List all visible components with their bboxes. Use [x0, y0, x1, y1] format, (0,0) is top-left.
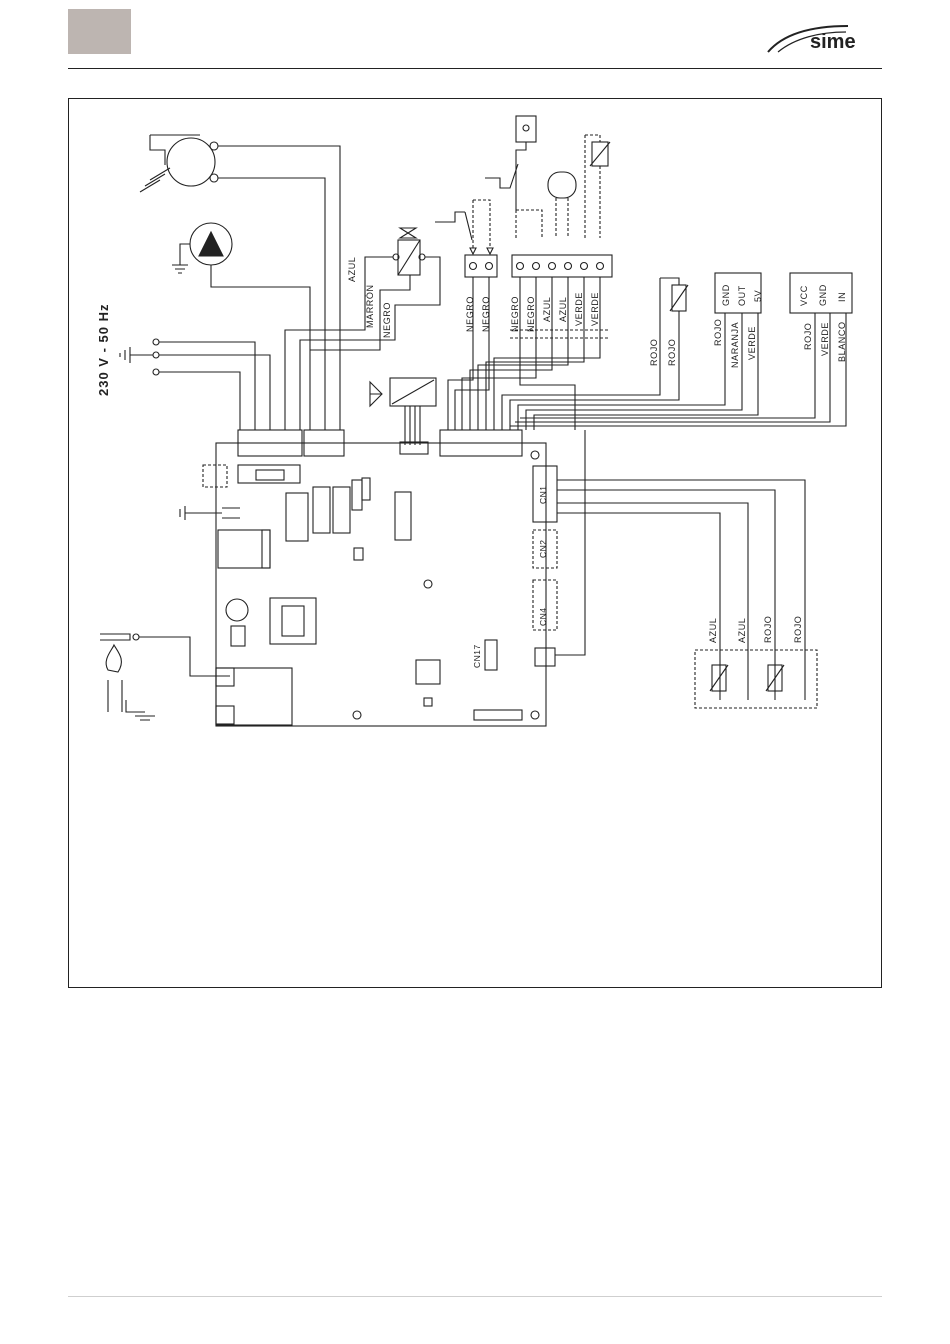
wire-label-azul: AZUL: [347, 257, 357, 282]
probe-wire-rojo-1: ROJO: [763, 616, 773, 643]
probe-wire-azul-1: AZUL: [708, 618, 718, 643]
sensor-b-wire-verde: VERDE: [820, 322, 830, 356]
terminal-label-b-5: VERDE: [574, 292, 584, 326]
sensor-b-wire-rojo: ROJO: [803, 323, 813, 350]
terminal-block-left: [465, 255, 497, 277]
terminal-label-b-4: AZUL: [558, 297, 568, 322]
sensor-a-wire-rojo: ROJO: [713, 319, 723, 346]
thermostat-icon: [485, 116, 542, 238]
sensor-icon: [548, 172, 576, 238]
gas-valve-icon: [285, 228, 440, 430]
main-control-board: [180, 430, 557, 726]
mains-supply: [120, 339, 270, 430]
sensor-a-pin-gnd: GND: [721, 284, 731, 306]
connector-cn1: CN1: [538, 485, 548, 504]
probe-wire-azul-2: AZUL: [737, 618, 747, 643]
sensor-b-wire-blanco: BLANCO: [837, 321, 847, 362]
wire-label-marron: MARRÓN: [365, 284, 375, 328]
pressure-switch-icon: [435, 200, 493, 254]
sensor-a-wire-naranja: NARANJA: [730, 322, 740, 368]
connector-cn2: CN2: [538, 539, 548, 558]
connector-cn17: CN17: [472, 644, 482, 668]
ntc-wire-label-1: ROJO: [649, 339, 659, 366]
terminal-label-a-2: NEGRO: [481, 296, 491, 332]
pump-icon: [172, 223, 232, 273]
sensor-b-pin-in: IN: [837, 292, 847, 302]
probe-wire-rojo-2: ROJO: [793, 616, 803, 643]
flame-electrode-icon: [100, 634, 230, 720]
fan-motor-icon: [140, 135, 218, 192]
terminal-label-b-2: NEGRO: [526, 296, 536, 332]
terminal-label-a-1: NEGRO: [465, 296, 475, 332]
ntc-wire-label-2: ROJO: [667, 339, 677, 366]
terminal-label-b-1: NEGRO: [510, 296, 520, 332]
sensor-a-pin-5v: 5V: [753, 290, 763, 302]
connector-cn4: CN4: [538, 607, 548, 626]
terminal-label-b-3: AZUL: [542, 297, 552, 322]
sensor-b-pin-gnd: GND: [818, 284, 828, 306]
temperature-probes: [695, 650, 817, 708]
sensor-a-pin-out: OUT: [737, 285, 747, 306]
wire-label-negro: NEGRO: [382, 302, 392, 338]
sensor-b-pin-vcc: VCC: [799, 285, 809, 306]
sensor-a-wire-verde: VERDE: [747, 326, 757, 360]
ntc-sensor-top-icon: [585, 135, 610, 238]
terminal-label-b-6: VERDE: [590, 292, 600, 326]
terminal-block-right: [512, 255, 612, 277]
footer-rule: [68, 1296, 882, 1297]
supply-voltage-label: 230 V - 50 Hz: [96, 304, 111, 397]
